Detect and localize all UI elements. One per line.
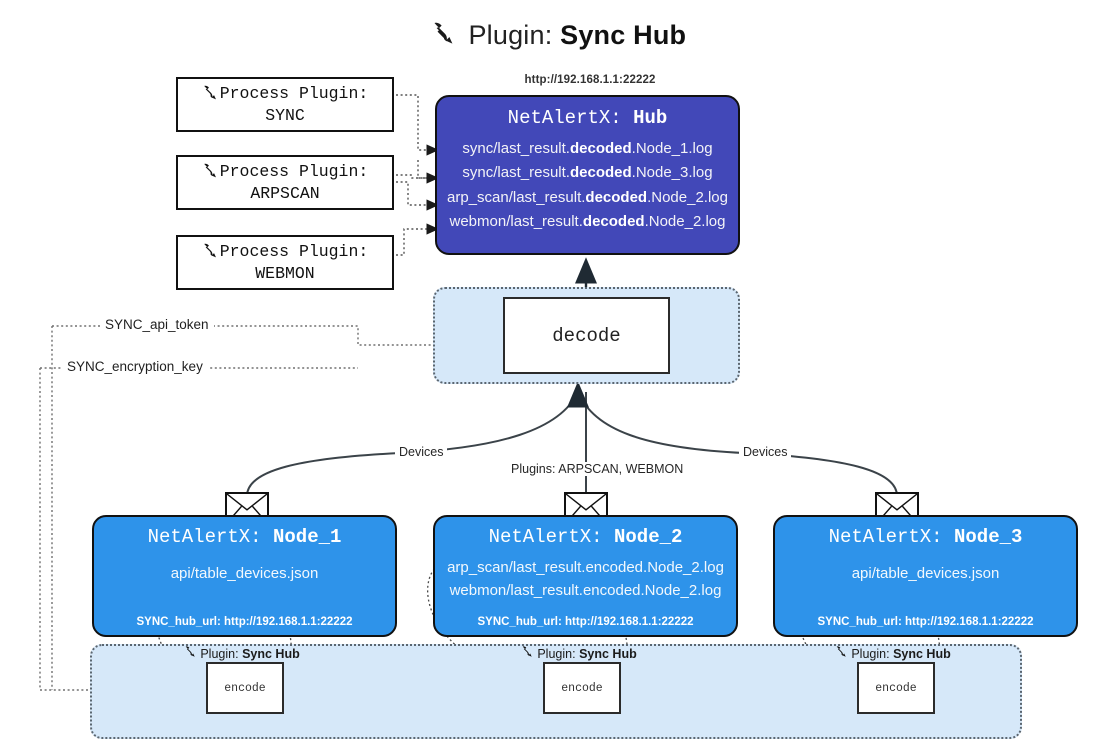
plug-icon [202,162,219,184]
hub-log-line: arp_scan/last_result.decoded.Node_2.log [447,188,728,206]
node-hub-url: SYNC_hub_url: http://192.168.1.1:22222 [477,616,694,628]
plug-icon [202,84,219,106]
sync-encryption-key-label: SYNC_encryption_key [62,359,208,374]
node-data-line: api/table_devices.json [851,565,1000,582]
process-plugin-name: SYNC [265,106,305,126]
encode-caption: Plugin: Sync Hub [184,645,300,661]
plug-icon [521,646,537,661]
hub-title: NetAlertX: Hub [508,107,668,129]
devices-curves [246,391,898,497]
hub-log-line: sync/last_result.decoded.Node_1.log [462,140,713,157]
hub-url-label: http://192.168.1.1:22222 [524,74,656,86]
node-box-node-1[interactable]: NetAlertX: Node_1 api/table_devices.json… [92,515,397,637]
plugins-label-center: Plugins: ARPSCAN, WEBMON [507,462,688,476]
node-data-line: api/table_devices.json [170,565,319,582]
node-title: NetAlertX: Node_1 [147,526,342,548]
encode-caption: Plugin: Sync Hub [521,645,637,661]
plug-icon [184,646,200,661]
process-plugin-box-arpscan[interactable]: Process Plugin: ARPSCAN [176,155,394,210]
process-plugin-label: Process Plugin: [219,84,369,104]
plugin-to-hub-connectors [396,94,440,256]
hub-log-line: webmon/last_result.decoded.Node_2.log [449,212,726,230]
page-title-name: Sync Hub [560,20,687,50]
node-data-line: webmon/last_result.encoded.Node_2.log [449,582,722,600]
node-title: NetAlertX: Node_3 [828,526,1023,548]
decode-box[interactable]: decode [503,297,670,374]
hub-app-label: NetAlertX: [507,107,622,129]
hub-node[interactable]: NetAlertX: Hub sync/last_result.decoded.… [435,95,740,255]
node-hub-url: SYNC_hub_url: http://192.168.1.1:22222 [817,616,1034,628]
encode-box-node-2[interactable]: encode [543,662,621,714]
node-hub-url: SYNC_hub_url: http://192.168.1.1:22222 [136,616,353,628]
process-plugin-label: Process Plugin: [219,242,369,262]
process-plugin-name: ARPSCAN [250,184,320,204]
hub-name-label: Hub [633,107,668,129]
plug-icon [431,20,457,53]
page-title: Plugin: Sync Hub [0,18,1117,51]
sync-api-token-label: SYNC_api_token [100,317,214,332]
process-plugin-name: WEBMON [255,264,315,284]
encode-caption: Plugin: Sync Hub [835,645,951,661]
node-data-line: arp_scan/last_result.encoded.Node_2.log [447,559,724,576]
devices-label-left: Devices [395,445,448,459]
process-plugin-label: Process Plugin: [219,162,369,182]
process-plugin-box-webmon[interactable]: Process Plugin: WEBMON [176,235,394,290]
process-plugin-box-sync[interactable]: Process Plugin: SYNC [176,77,394,132]
node-box-node-3[interactable]: NetAlertX: Node_3 api/table_devices.json… [773,515,1078,637]
plug-icon [835,646,851,661]
node-box-node-2[interactable]: NetAlertX: Node_2 arp_scan/last_result.e… [433,515,738,637]
encode-box-node-1[interactable]: encode [206,662,284,714]
page-title-prefix: Plugin: [468,20,553,50]
plug-icon [202,242,219,264]
devices-label-right: Devices [739,445,792,459]
node-title: NetAlertX: Node_2 [488,526,683,548]
hub-log-line: sync/last_result.decoded.Node_3.log [462,164,713,182]
encode-box-node-3[interactable]: encode [857,662,935,714]
